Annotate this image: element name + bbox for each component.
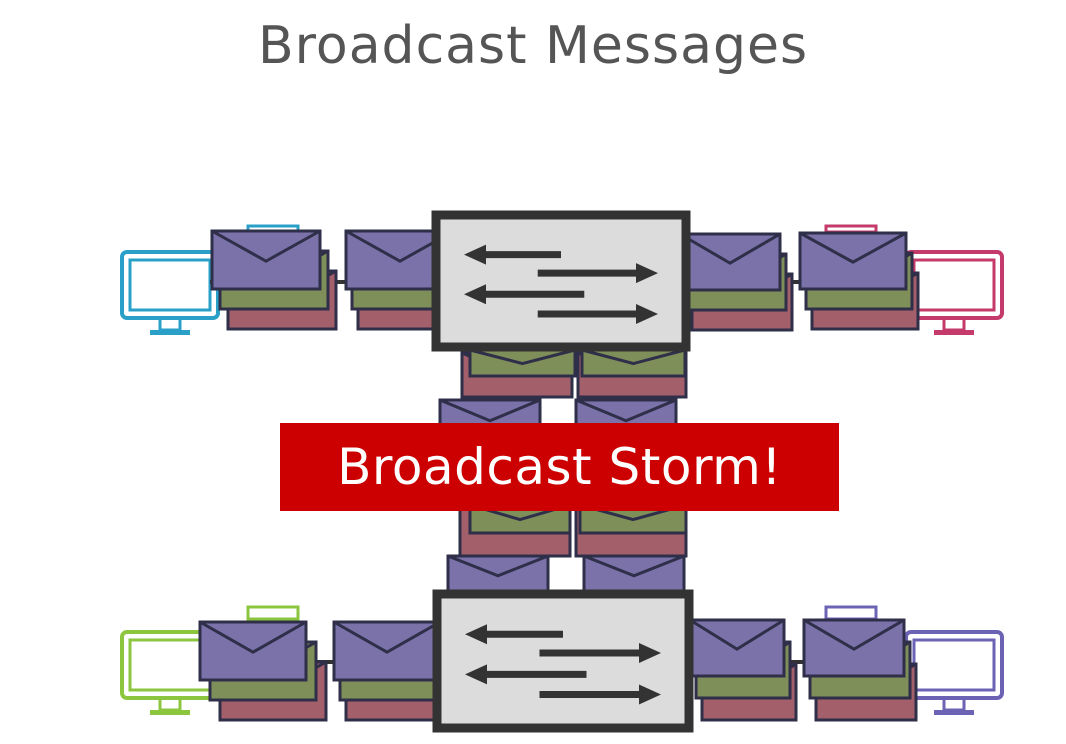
computer-icon-bottom-right [904, 630, 1004, 715]
switch-icon-bottom [432, 589, 694, 733]
envelope-icon [580, 348, 687, 378]
switch-arrows-icon [465, 624, 661, 705]
computer-icon-bottom-left [120, 630, 220, 715]
link-marker [824, 605, 878, 621]
switch-arrows-icon [464, 244, 658, 324]
envelope-icon [798, 231, 908, 291]
envelope-icon [446, 554, 550, 596]
link-marker [824, 224, 878, 234]
switch-icon-top [431, 210, 691, 352]
envelope-icon [802, 618, 906, 678]
broadcast-storm-banner: Broadcast Storm! [280, 423, 839, 511]
switches [431, 210, 694, 733]
computer-icon-top-left [120, 250, 220, 335]
envelope-icon [688, 618, 786, 678]
computer-icon-top-right [904, 250, 1004, 335]
diagram-title: Broadcast Messages [257, 16, 809, 76]
envelope-icon [332, 620, 442, 682]
envelope-icon [468, 348, 577, 378]
envelope-icon [210, 229, 322, 291]
envelope-icon [198, 620, 308, 682]
envelope-icon [582, 554, 686, 596]
link-marker [246, 605, 300, 621]
envelope-icon [678, 232, 782, 292]
